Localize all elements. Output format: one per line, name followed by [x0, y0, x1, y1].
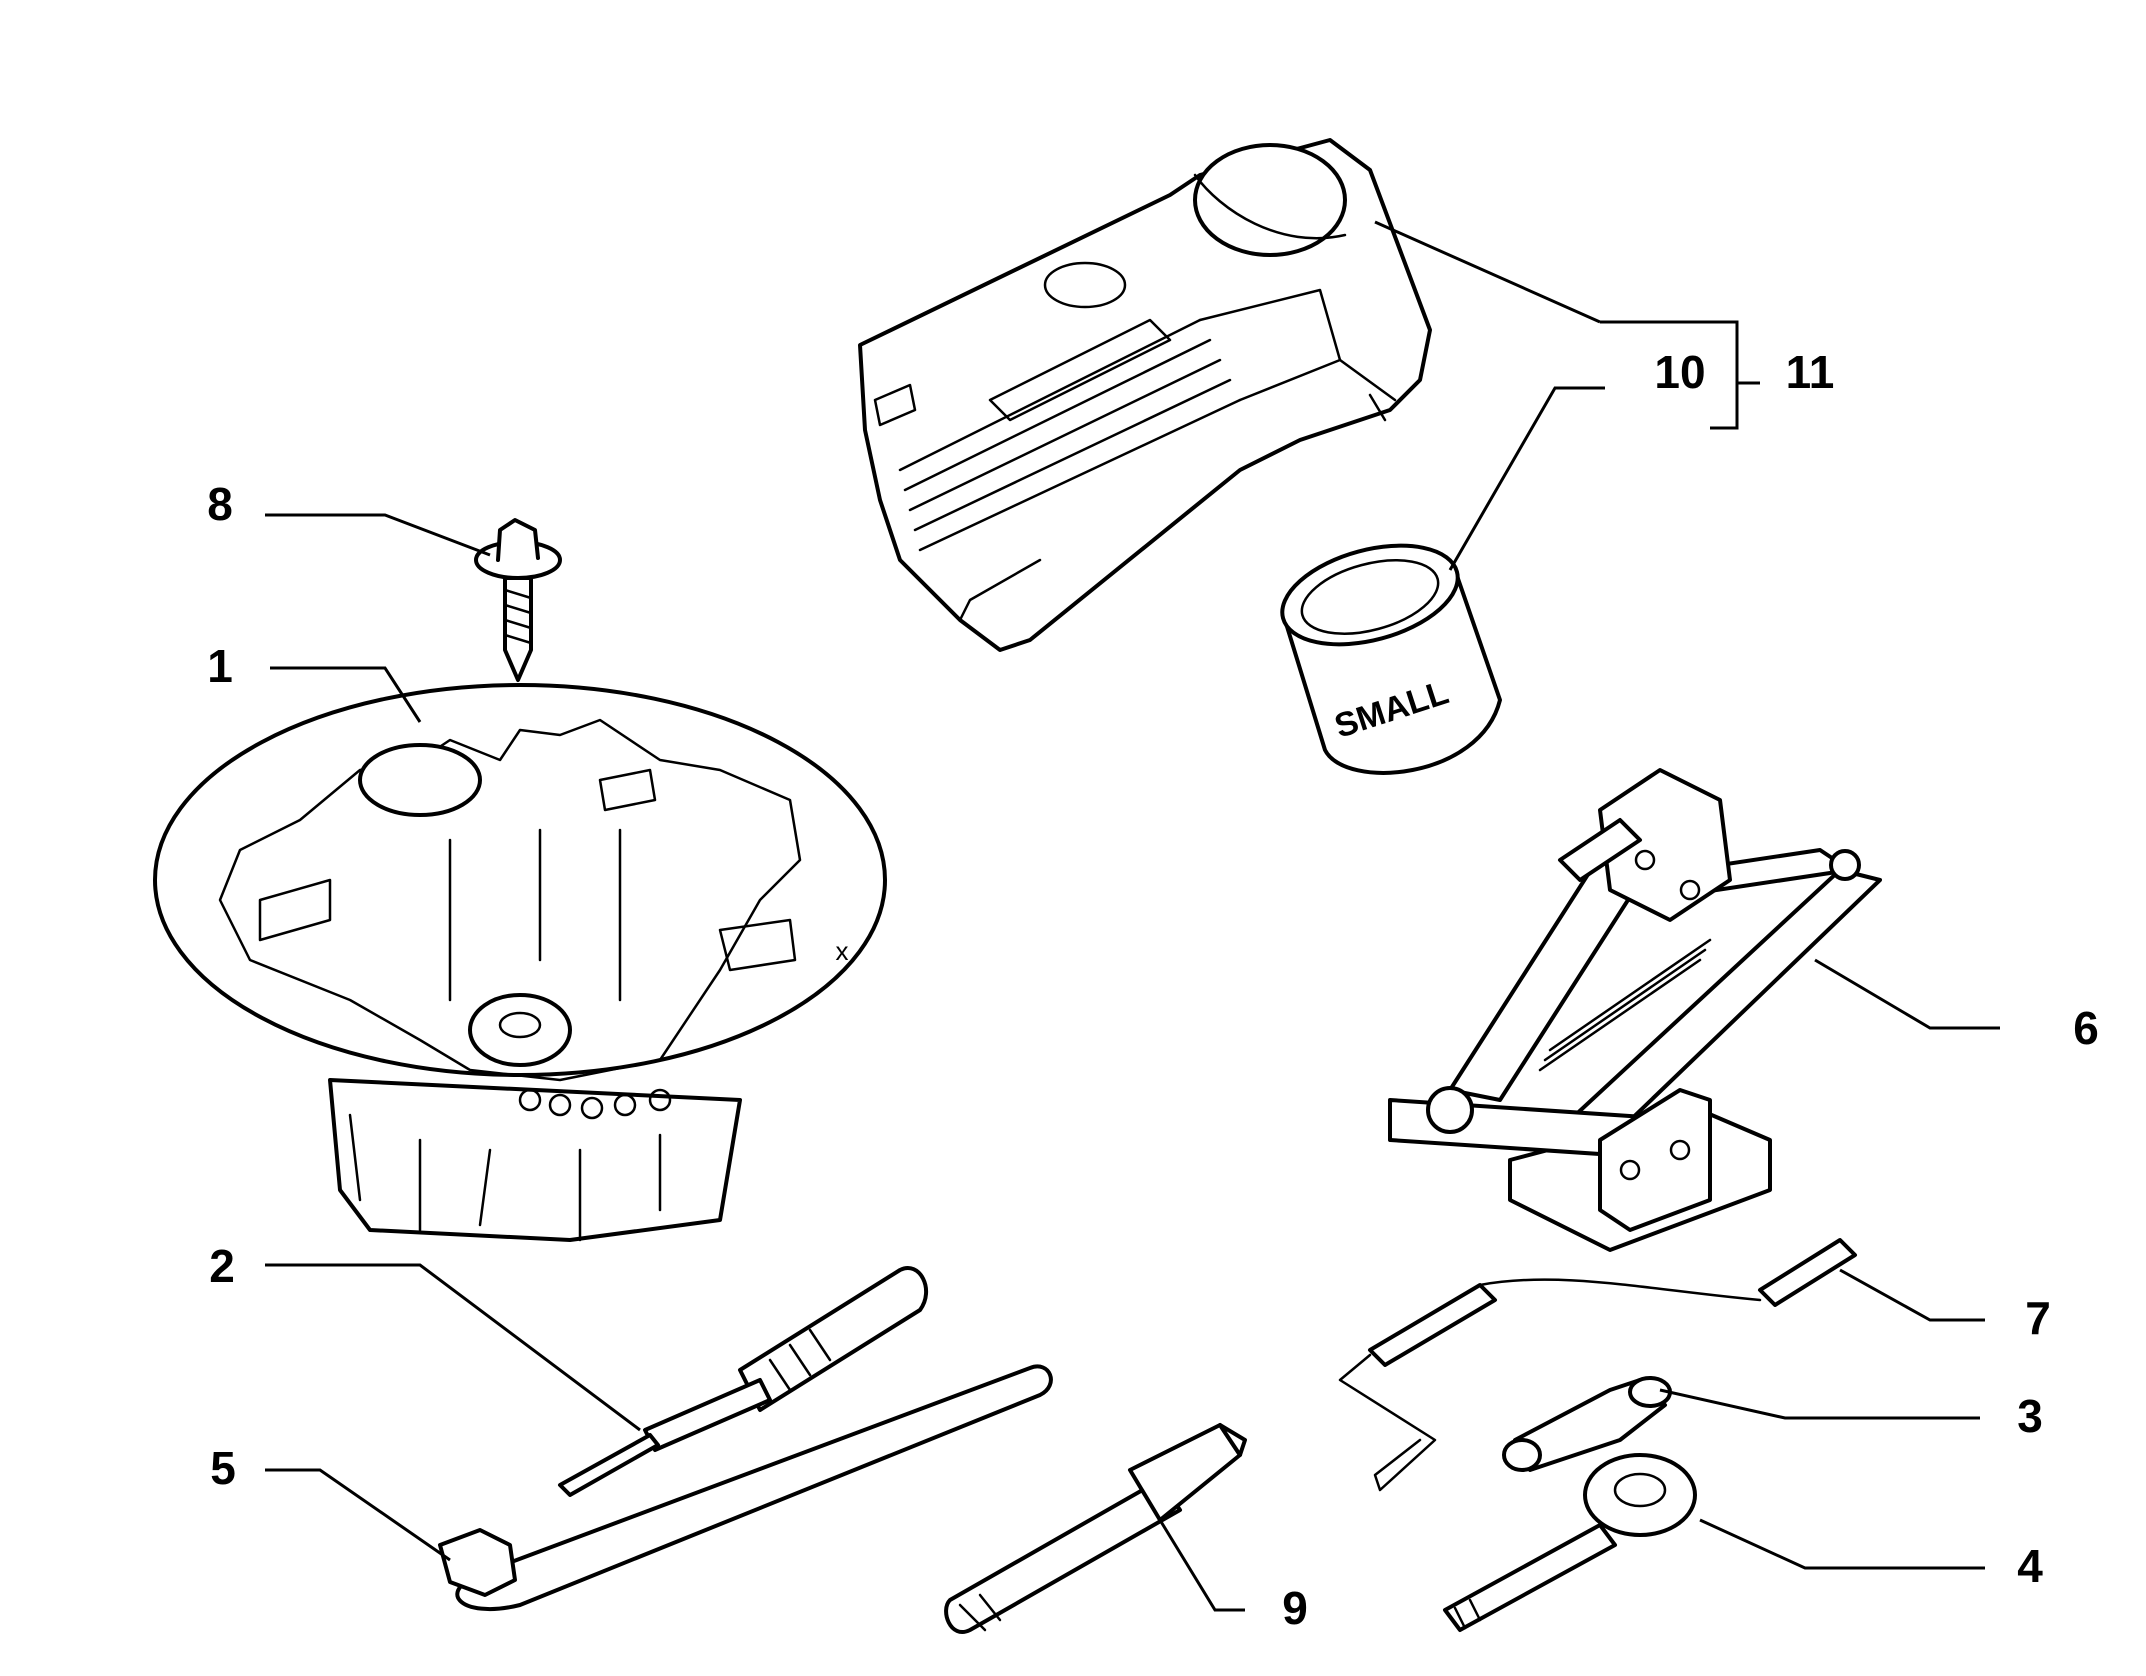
towing-adapter-part-9 [944, 1423, 1247, 1634]
leader-line-5 [265, 1468, 451, 1562]
label-8: 8 [207, 478, 233, 530]
wheel-wrench-part-5 [438, 1364, 1053, 1611]
screw-part-8 [474, 518, 562, 682]
screwdriver-part-2 [558, 1266, 928, 1497]
jack-crank-part-7 [1338, 1238, 1857, 1492]
sealant-can-part-11: SMALL [1280, 543, 1502, 775]
bracket-10-11 [1600, 320, 1760, 430]
leader-line-1 [270, 666, 422, 723]
label-6: 6 [2073, 1002, 2099, 1054]
leader-line-7 [1839, 1268, 1985, 1322]
label-3: 3 [2017, 1390, 2043, 1442]
leader-line-3 [1659, 1388, 1980, 1420]
leader-line-9 [1158, 1519, 1245, 1612]
label-2: 2 [209, 1240, 235, 1292]
label-5: 5 [210, 1442, 236, 1494]
leader-line-11 [1374, 220, 1601, 324]
leader-line-6 [1814, 958, 2000, 1030]
compressor-part-10 [858, 138, 1432, 652]
leader-lines [265, 220, 2000, 1612]
label-4: 4 [2017, 1540, 2043, 1592]
leader-line-8 [265, 513, 491, 557]
leader-line-10 [1448, 386, 1605, 571]
scissor-jack-part-6 [1388, 768, 1882, 1252]
towing-eye-part-4 [1443, 1453, 1697, 1632]
label-11: 11 [1786, 346, 1835, 398]
tool-tray-part-1: x [153, 683, 887, 1242]
label-9: 9 [1282, 1582, 1308, 1634]
leader-line-2 [265, 1263, 641, 1432]
label-10: 10 [1654, 346, 1705, 398]
label-1: 1 [207, 640, 233, 692]
leader-line-4 [1699, 1518, 1985, 1570]
label-7: 7 [2025, 1292, 2051, 1344]
socket-part-3 [1502, 1376, 1672, 1472]
tray-mark: x [836, 936, 849, 966]
callout-labels: 1 2 3 4 5 6 7 8 9 10 11 [207, 346, 2099, 1634]
